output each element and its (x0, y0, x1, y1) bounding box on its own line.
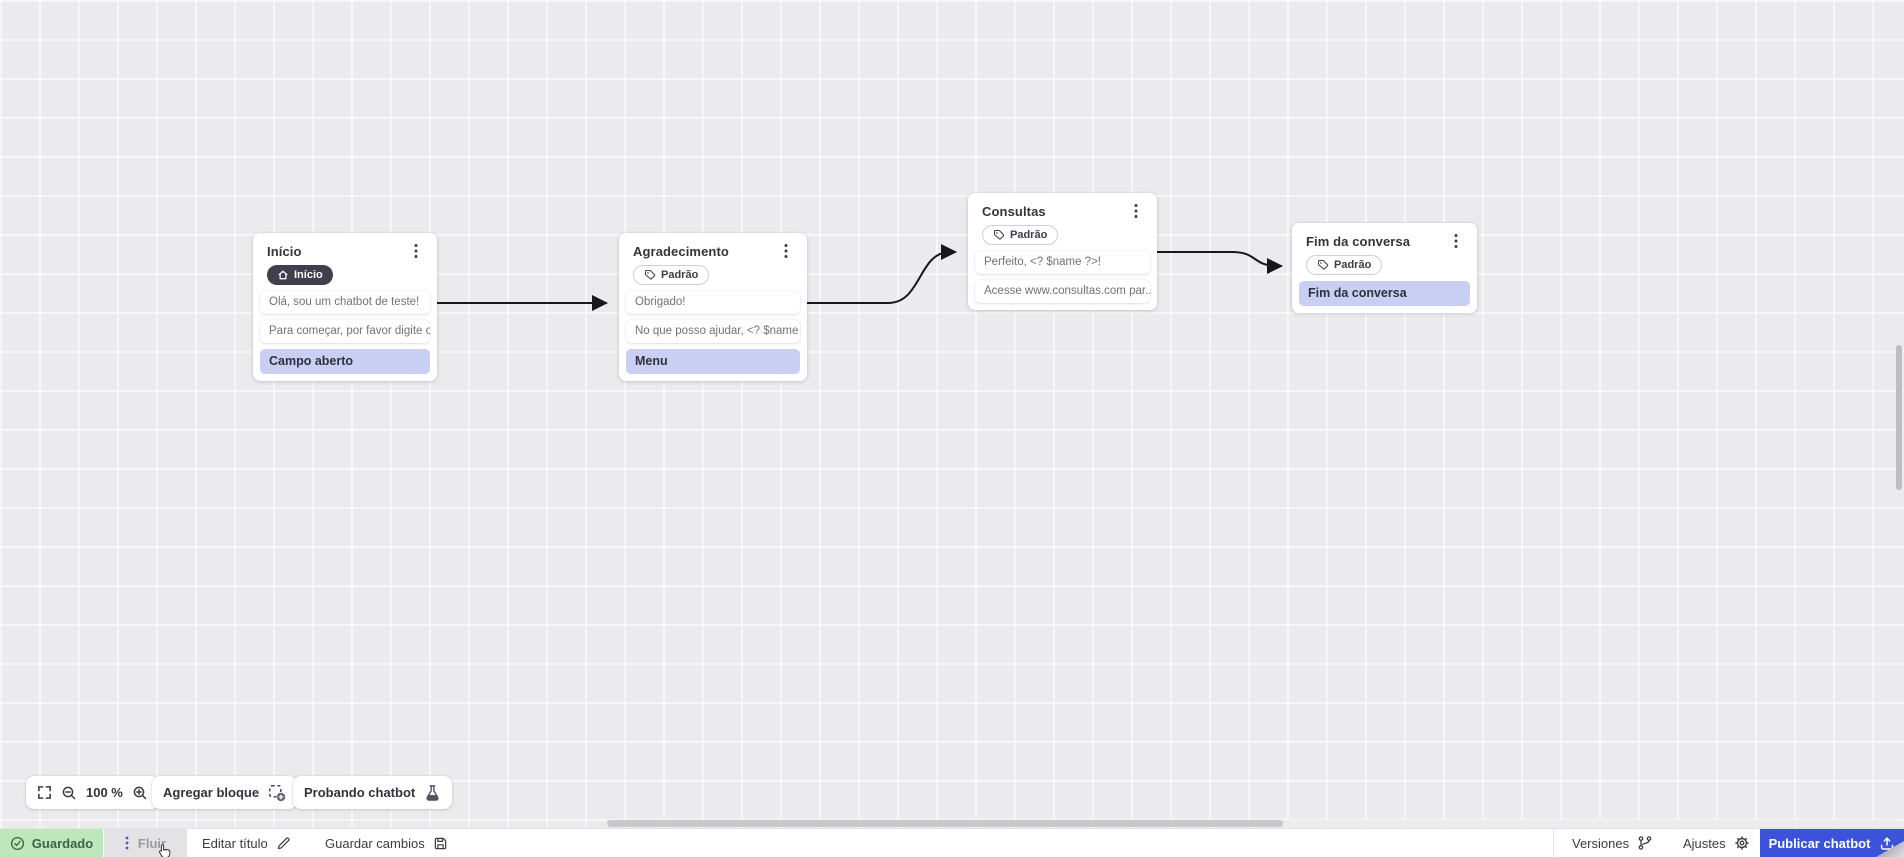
saved-status-badge: Guardado (0, 829, 103, 857)
settings-button[interactable]: Ajustes (1683, 829, 1750, 857)
drag-handle-icon[interactable] (125, 836, 129, 850)
statusbar-divider (1553, 829, 1554, 857)
save-icon (433, 836, 448, 851)
kebab-menu-icon[interactable] (1449, 233, 1463, 249)
node-consultas[interactable]: Consultas Padrão Perfeito, <? $name ?>! … (968, 193, 1157, 310)
node-title: Fim da conversa (1306, 233, 1411, 249)
node-inicio[interactable]: Início Início Olá, sou um chatbot de tes… (253, 233, 437, 381)
message-card[interactable]: Para começar, por favor digite o ... (260, 320, 430, 343)
node-agradecimento[interactable]: Agradecimento Padrão Obrigado! No que po… (619, 233, 807, 381)
tab-flow[interactable]: Fluir (104, 829, 187, 857)
node-type-badge: Padrão (982, 225, 1059, 245)
kebab-menu-icon[interactable] (779, 243, 793, 259)
publish-chatbot-button[interactable]: Publicar chatbot (1760, 829, 1904, 857)
status-bar: Guardado Fluir Editar título Guardar cam… (0, 828, 1904, 857)
settings-label: Ajustes (1683, 835, 1726, 851)
gear-icon (1734, 835, 1750, 851)
tag-icon (993, 229, 1005, 241)
flask-icon (424, 784, 441, 801)
node-title: Agradecimento (633, 243, 729, 259)
pencil-icon (276, 836, 291, 851)
node-title: Consultas (982, 203, 1046, 219)
edit-title-label: Editar título (202, 835, 268, 851)
versions-label: Versiones (1572, 835, 1630, 851)
add-block-button[interactable]: Agregar bloque (152, 776, 298, 809)
action-card[interactable]: Fim da conversa (1299, 281, 1470, 306)
action-card[interactable]: Menu (626, 349, 800, 374)
kebab-menu-icon[interactable] (1129, 203, 1143, 219)
message-card[interactable]: Acesse www.consultas.com par... (975, 280, 1150, 303)
horizontal-scrollbar-thumb[interactable] (607, 820, 1283, 827)
message-card[interactable]: No que posso ajudar, <? $name ... (626, 320, 800, 343)
add-block-label: Agregar bloque (163, 785, 260, 800)
message-card[interactable]: Obrigado! (626, 291, 800, 314)
edit-title-button[interactable]: Editar título (202, 829, 291, 857)
node-type-badge: Padrão (633, 265, 710, 285)
zoom-in-icon[interactable] (132, 785, 148, 801)
kebab-menu-icon[interactable] (409, 243, 423, 259)
tab-flow-label: Fluir (137, 835, 167, 851)
node-title: Início (267, 243, 302, 259)
tag-icon (644, 269, 656, 281)
node-type-badge: Início (267, 265, 333, 285)
tag-icon (1317, 259, 1329, 271)
save-changes-button[interactable]: Guardar cambios (325, 829, 448, 857)
message-card[interactable]: Olá, sou um chatbot de teste! (260, 291, 430, 314)
zoom-out-icon[interactable] (61, 785, 77, 801)
saved-label: Guardado (31, 835, 94, 851)
publish-label: Publicar chatbot (1768, 835, 1871, 851)
fullscreen-icon[interactable] (37, 785, 52, 800)
test-chatbot-button[interactable]: Probando chatbot (293, 776, 453, 809)
message-card[interactable]: Perfeito, <? $name ?>! (975, 251, 1150, 274)
connection-consultas-fim (1156, 251, 1283, 274)
save-changes-label: Guardar cambios (325, 835, 425, 851)
node-header: Agradecimento (626, 241, 800, 259)
add-block-icon (268, 784, 286, 802)
node-fim-da-conversa[interactable]: Fim da conversa Padrão Fim da conversa (1292, 223, 1477, 313)
node-header: Consultas (975, 201, 1150, 219)
connection-agradecimento-consultas (806, 244, 957, 304)
action-card[interactable]: Campo aberto (260, 349, 430, 374)
branch-icon (1637, 835, 1653, 851)
versions-button[interactable]: Versiones (1572, 829, 1653, 857)
zoom-level: 100 % (86, 785, 123, 800)
test-chatbot-label: Probando chatbot (304, 785, 416, 800)
home-icon (277, 269, 289, 281)
node-header: Início (260, 241, 430, 259)
node-type-badge: Padrão (1306, 255, 1383, 275)
vertical-scrollbar-thumb[interactable] (1896, 345, 1902, 490)
node-header: Fim da conversa (1299, 231, 1470, 249)
zoom-toolbar: 100 % (26, 776, 159, 809)
check-circle-icon (10, 836, 25, 851)
